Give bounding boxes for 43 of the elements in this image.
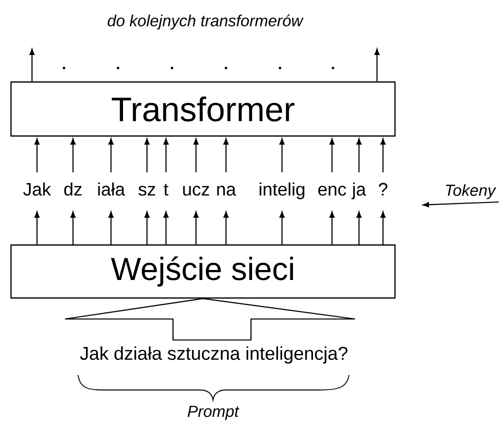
arrow <box>380 138 386 172</box>
funnel-arrow <box>64 298 356 341</box>
arrow <box>380 211 386 244</box>
arrow <box>70 138 76 172</box>
arrow <box>356 138 362 172</box>
annotation-text: Tokeny <box>446 184 496 200</box>
arrow <box>70 211 76 244</box>
arrow <box>279 211 285 244</box>
arrow <box>374 48 380 82</box>
arrow <box>329 211 335 244</box>
token-text: na <box>217 186 236 196</box>
arrow <box>144 138 150 172</box>
token-text: dz <box>64 182 82 196</box>
arrow <box>163 211 169 244</box>
arrow <box>329 138 335 172</box>
arrow <box>223 138 229 172</box>
title: do kolejnych transformerów <box>108 14 304 30</box>
input-box: Wejście sieci <box>10 244 396 299</box>
arrow <box>223 211 229 244</box>
arrow <box>193 211 199 244</box>
transformer-box: Transformer <box>10 81 396 137</box>
arrow <box>29 48 35 82</box>
arrow <box>422 201 499 208</box>
prompt-text: Jak działa sztuczna inteligencja? <box>80 346 348 364</box>
token-text: iała <box>98 182 125 196</box>
arrow <box>356 211 362 244</box>
arrow <box>108 138 114 172</box>
token-text: t <box>164 184 168 196</box>
arrow <box>144 211 150 244</box>
token-text: Jak <box>23 182 52 196</box>
arrow <box>193 138 199 172</box>
arrow <box>34 211 40 244</box>
arrow <box>279 138 285 172</box>
arrow <box>108 211 114 244</box>
arrow <box>34 138 40 172</box>
token-text: ucz <box>183 186 210 196</box>
token-text: ja <box>352 182 366 200</box>
token-text: sz <box>138 186 156 196</box>
token-text: ? <box>378 182 388 196</box>
arrow <box>163 138 169 172</box>
brace-label: Prompt <box>188 406 240 420</box>
token-text: intelig <box>260 182 304 200</box>
token-text: enc <box>318 186 346 196</box>
